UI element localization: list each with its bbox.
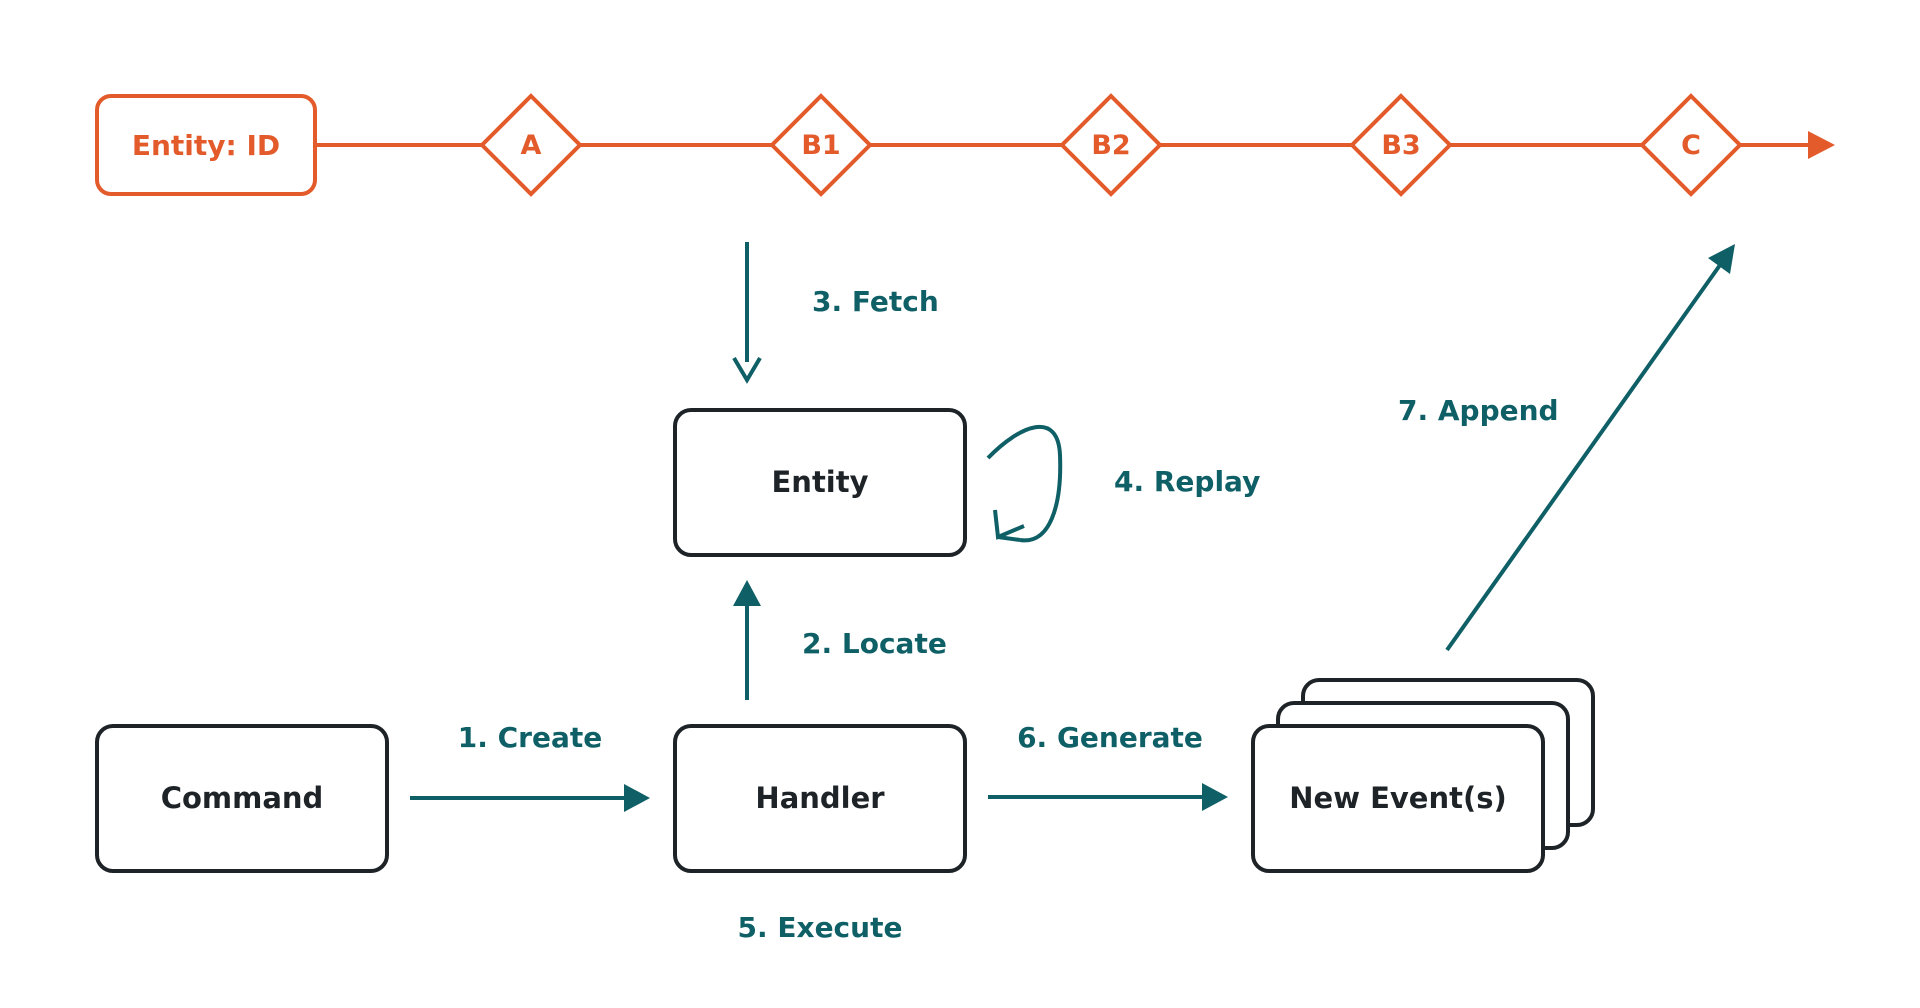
step-label-append: 7. Append — [1398, 394, 1559, 427]
event-label-c: C — [1681, 130, 1701, 161]
timeline-arrowhead — [1808, 131, 1835, 159]
new-events-front-card — [1251, 724, 1545, 873]
create-arrow — [410, 784, 650, 812]
handler-box: Handler — [673, 724, 967, 873]
fetch-arrow — [732, 242, 762, 384]
append-arrow — [1445, 244, 1735, 652]
event-diamond-b2: B2 — [1059, 93, 1163, 197]
generate-arrow — [988, 783, 1228, 811]
step-label-fetch: 3. Fetch — [812, 285, 939, 318]
handler-box-label: Handler — [755, 781, 885, 815]
entity-box-label: Entity — [771, 465, 868, 499]
step-label-execute: 5. Execute — [738, 911, 903, 944]
entity-timeline: Entity: ID A B1 B2 B3 C — [95, 93, 1835, 197]
step-label-generate: 6. Generate — [1017, 721, 1203, 754]
event-label-b2: B2 — [1091, 130, 1130, 161]
replay-loop-arrow — [986, 424, 1063, 543]
event-label-b3: B3 — [1381, 130, 1420, 161]
event-diamond-b1: B1 — [769, 93, 873, 197]
command-box-label: Command — [161, 781, 324, 815]
event-label-b1: B1 — [801, 130, 840, 161]
timeline-entity-id-label: Entity: ID — [132, 129, 280, 162]
event-label-a: A — [521, 130, 542, 161]
new-events-stack: New Event(s) — [1251, 678, 1595, 873]
entity-box: Entity — [673, 408, 967, 557]
step-label-replay: 4. Replay — [1114, 465, 1260, 498]
locate-arrow — [733, 580, 761, 700]
timeline-entity-id-box: Entity: ID — [95, 94, 317, 196]
step-label-create: 1. Create — [458, 721, 602, 754]
step-label-locate: 2. Locate — [802, 627, 947, 660]
event-diamond-c: C — [1639, 93, 1743, 197]
event-diamond-a: A — [479, 93, 583, 197]
command-box: Command — [95, 724, 389, 873]
new-events-label: New Event(s) — [1289, 781, 1507, 815]
event-diamond-b3: B3 — [1349, 93, 1453, 197]
